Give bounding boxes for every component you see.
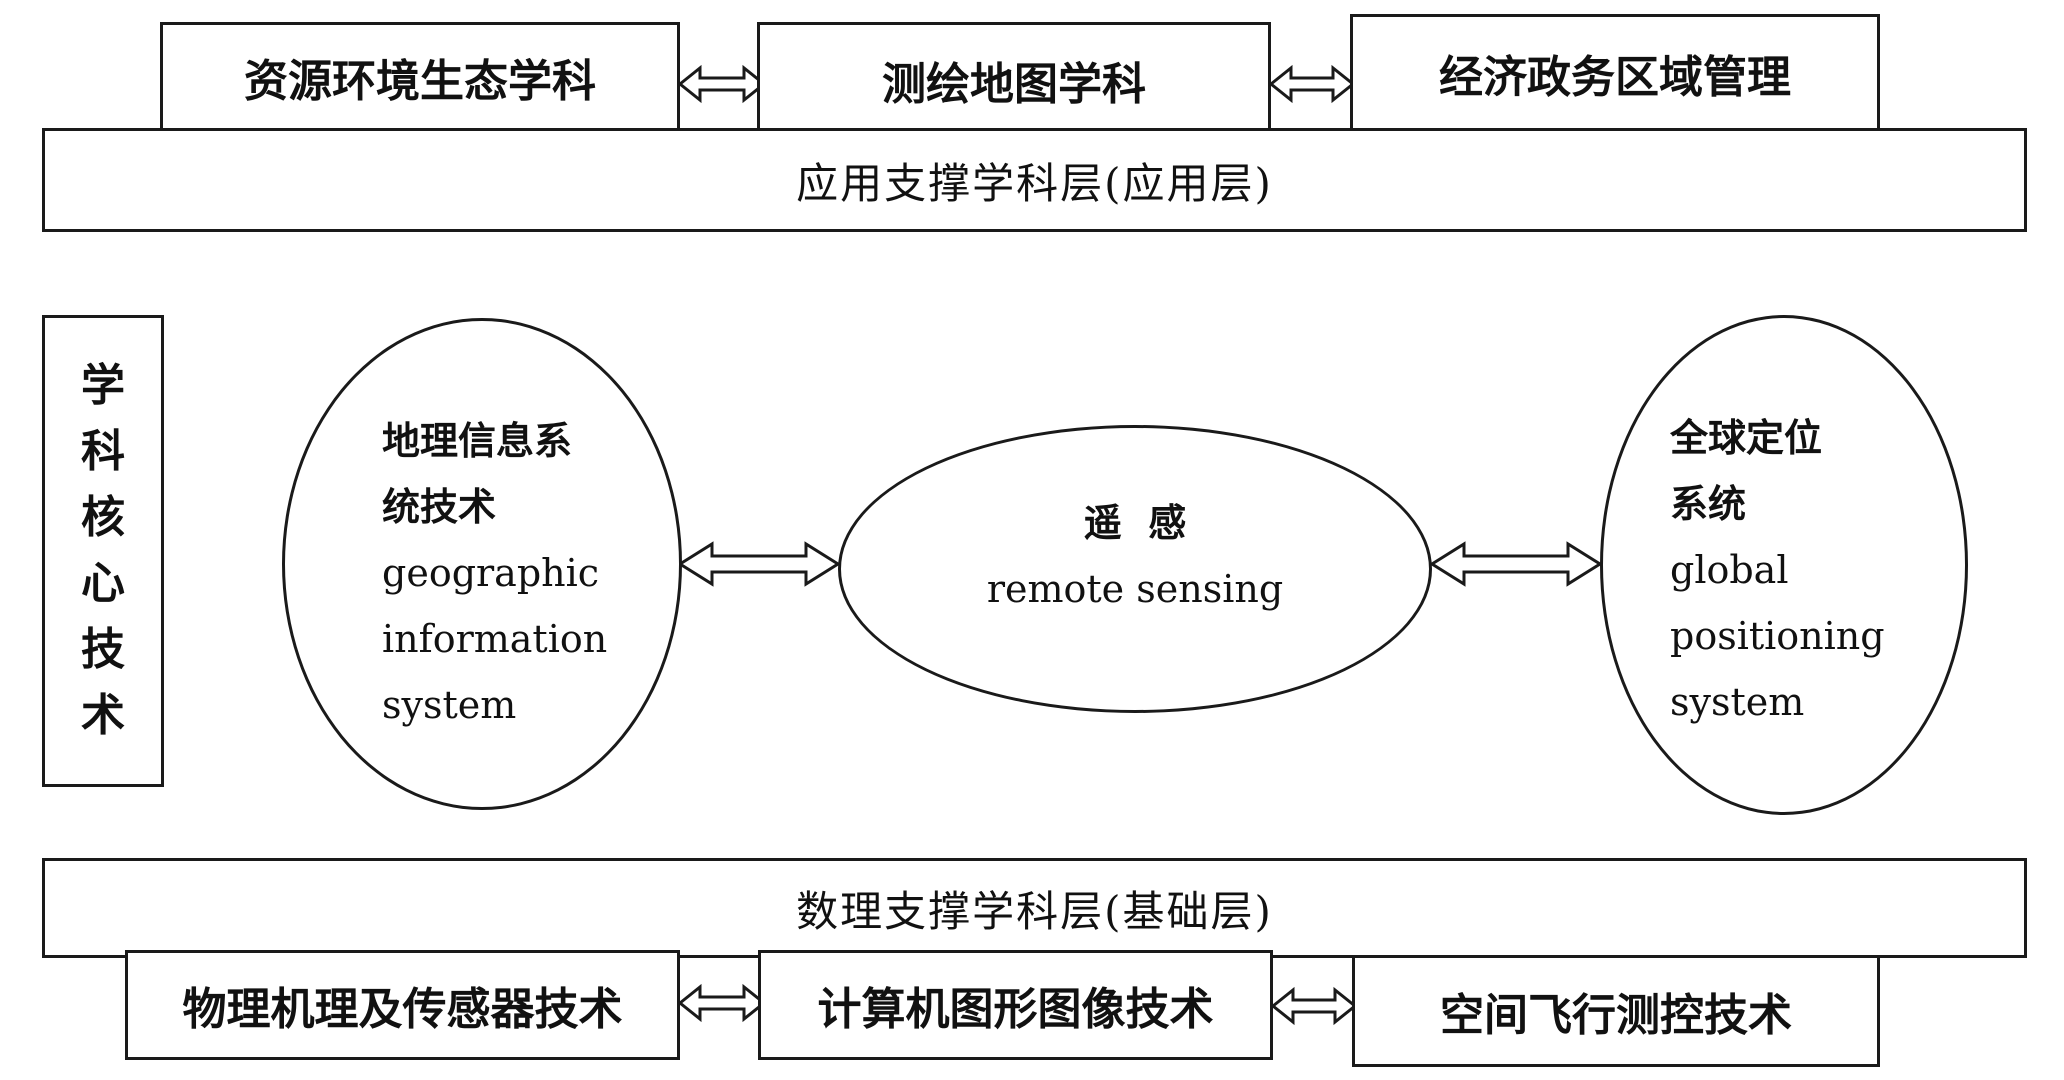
technology-label: 物理机理及传感器技术	[182, 984, 623, 1035]
foundation-layer-bar: 数理支撑学科层(基础层)	[42, 858, 2027, 958]
discipline-label: 经济政务区域管理	[1439, 52, 1791, 103]
technology-label: 计算机图形图像技术	[817, 984, 1214, 1035]
side-label-char: 术	[81, 690, 125, 741]
side-label-char: 科	[81, 426, 125, 477]
gis-en-line: information	[382, 617, 608, 661]
discipline-label: 资源环境生态学科	[244, 56, 596, 107]
gis-en-line: system	[382, 683, 517, 727]
application-layer-label: 应用支撑学科层(应用层)	[796, 158, 1273, 208]
core-technology-side-label: 学 科 核 心 技 术	[42, 315, 164, 787]
gis-ellipse	[282, 318, 682, 810]
arrow-app-2-3	[1268, 64, 1356, 104]
rs-en-label: remote sensing	[986, 567, 1284, 611]
technology-box-physical-sensor: 物理机理及传感器技术	[125, 950, 680, 1060]
technology-box-computer-graphics: 计算机图形图像技术	[758, 950, 1273, 1060]
technology-label: 空间飞行测控技术	[1440, 990, 1792, 1041]
discipline-box-resources-environment: 资源环境生态学科	[160, 22, 680, 132]
discipline-box-surveying-mapping: 测绘地图学科	[757, 22, 1271, 137]
gps-cn-line: 全球定位	[1670, 415, 1823, 460]
gps-cn-line: 系统	[1670, 481, 1747, 526]
gps-en-line: positioning	[1670, 614, 1885, 658]
gis-en-line: geographic	[382, 551, 600, 595]
application-layer-bar: 应用支撑学科层(应用层)	[42, 128, 2027, 232]
gps-en-line: system	[1670, 680, 1805, 724]
arrow-rs-gps	[1429, 541, 1603, 587]
gps-ellipse	[1600, 315, 1968, 815]
foundation-layer-label: 数理支撑学科层(基础层)	[796, 886, 1273, 936]
remote-sensing-text: 遥 感 remote sensing	[838, 490, 1432, 622]
side-label-char: 心	[81, 558, 125, 609]
gps-en-line: global	[1670, 548, 1789, 592]
gis-text: 地理信息系 统技术 geographic information system	[382, 408, 607, 738]
side-label-char: 学	[81, 360, 125, 411]
remote-sensing-ellipse	[838, 425, 1432, 713]
arrow-app-1-2	[677, 64, 767, 104]
technology-box-space-flight-control: 空间飞行测控技术	[1352, 955, 1880, 1067]
side-label-char: 核	[81, 492, 125, 543]
gis-cn-line: 地理信息系	[382, 418, 573, 463]
discipline-box-economic-management: 经济政务区域管理	[1350, 14, 1880, 132]
gis-cn-line: 统技术	[382, 484, 497, 529]
arrow-found-1-2	[677, 983, 767, 1023]
arrow-found-2-3	[1270, 986, 1358, 1026]
rs-cn-label: 遥 感	[1083, 500, 1187, 545]
discipline-label: 测绘地图学科	[882, 58, 1146, 110]
side-label-char: 技	[81, 624, 125, 675]
arrow-gis-rs	[677, 541, 841, 587]
gps-text: 全球定位 系统 global positioning system	[1670, 405, 1885, 735]
